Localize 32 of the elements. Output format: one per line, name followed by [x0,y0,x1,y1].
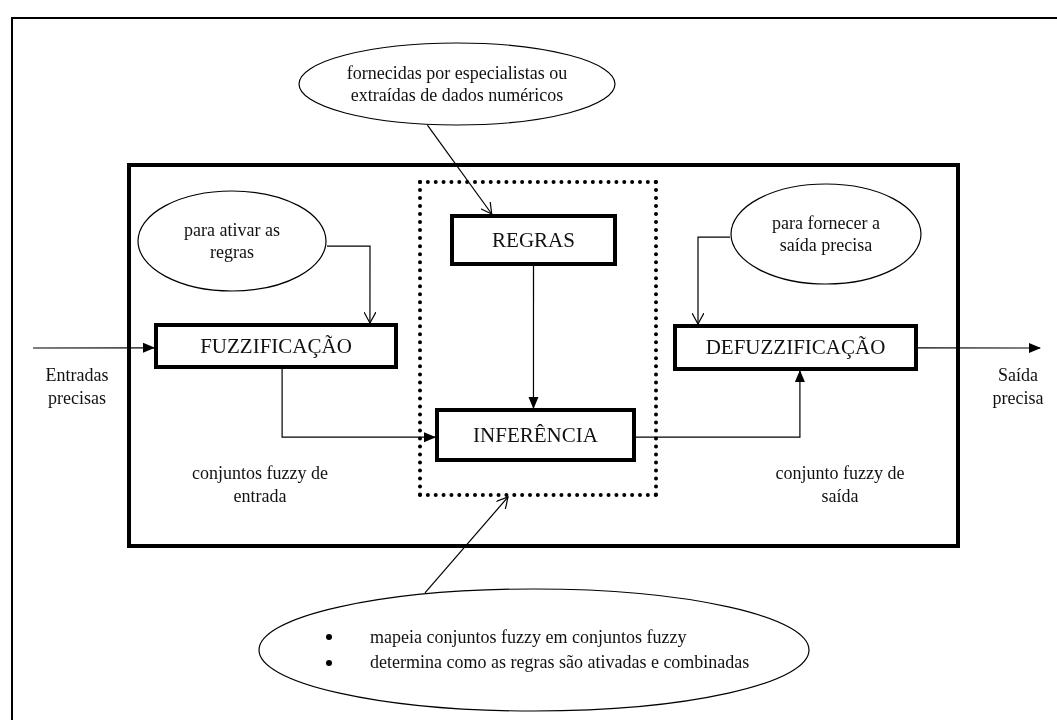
arrow [528,265,539,409]
arrow [917,343,1041,353]
annotation-text: Entradas precisas [44,364,110,411]
note-text: fornecidas por especialistas ou extraídas de dados numéricos [345,61,569,107]
note-text: para fornecer a saída precisa [771,211,881,257]
box-label: INFERÊNCIA [473,422,598,448]
process-box [435,408,636,462]
process-box [450,214,617,266]
annotation-text: Saída precisa [991,364,1045,411]
arrow [635,370,805,438]
arrow [326,245,377,324]
arrow [691,236,731,325]
arrow [32,342,155,353]
dotted-group-box [418,180,658,497]
note-text: para ativar as regras [183,218,281,264]
box-label: REGRAS [492,227,575,253]
bullet-text: determina como as regras são ativadas e combinadas [370,651,750,674]
arrow [424,496,509,594]
note-ellipse [258,588,810,712]
bullet-text: mapeia conjuntos fuzzy em conjuntos fuzzy [370,625,687,649]
process-box [673,324,918,371]
process-box [154,323,398,369]
annotation-text: conjunto fuzzy de saída [774,462,906,509]
arrow [426,124,493,215]
box-label: DEFUZZIFICAÇÃO [705,335,886,360]
note-ellipse [298,42,616,126]
box-label: FUZZIFICAÇÃO [200,333,352,359]
note-ellipse [137,190,327,292]
annotation-text: conjuntos fuzzy de entrada [191,462,329,509]
system-box [127,163,960,548]
arrow [281,368,436,443]
note-ellipse [730,183,922,285]
